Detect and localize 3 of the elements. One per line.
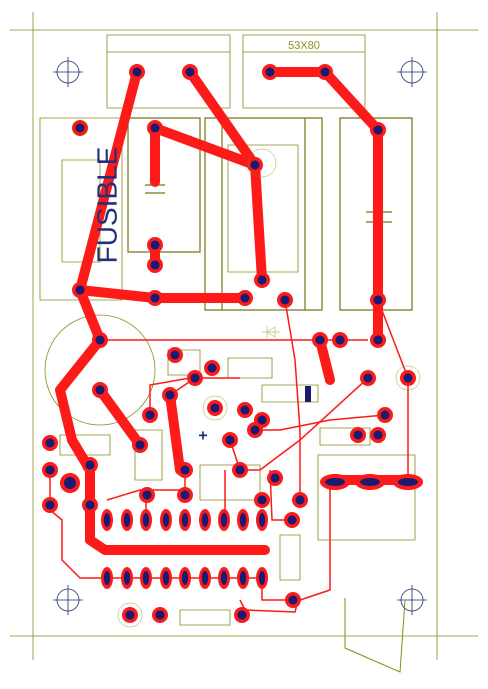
- polarity-mark: +: [199, 431, 208, 440]
- terminal-label: 53X80: [288, 41, 320, 49]
- silkscreen-label: FUSIBLE: [97, 148, 117, 262]
